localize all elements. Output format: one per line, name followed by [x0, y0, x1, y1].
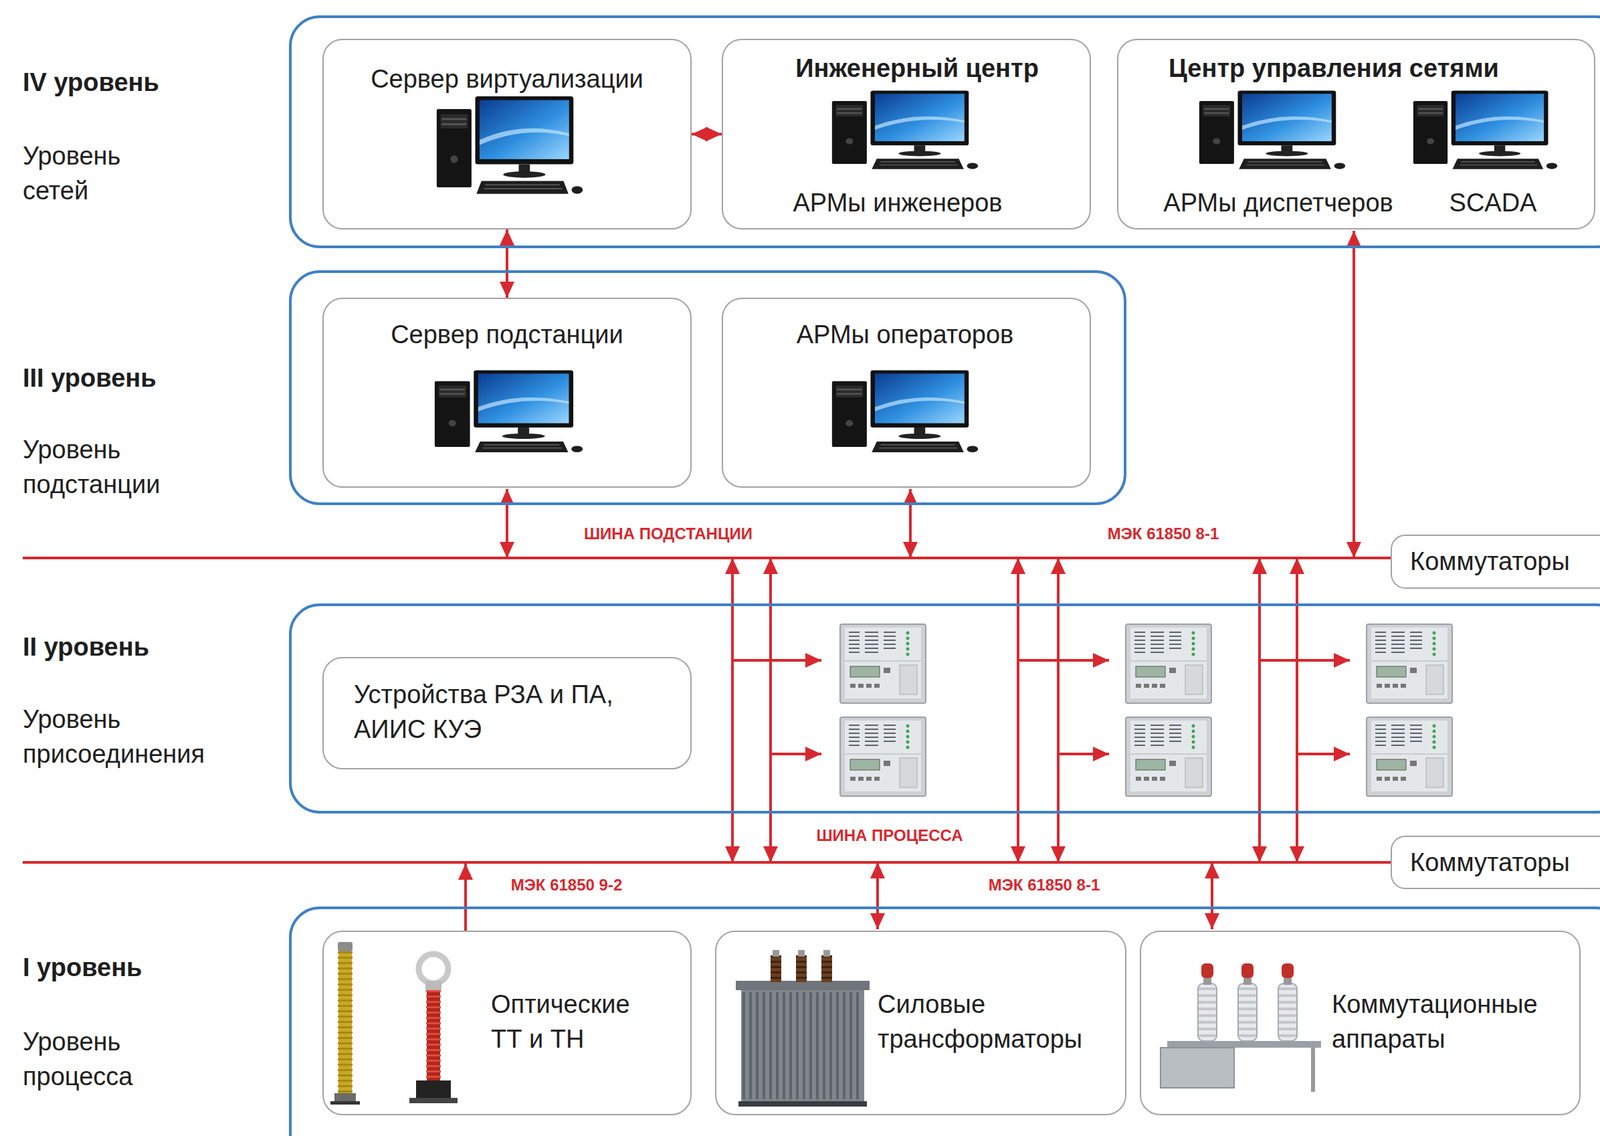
level-band: I уровеньУровень процессаОптические ТТ и… [288, 906, 1600, 1136]
relay-arrow [732, 658, 822, 662]
component-box: Центр управления сетямиАРМы диспетчеров S… [1117, 38, 1596, 230]
bus-label: ШИНА ПРОЦЕССА [812, 824, 967, 846]
box-label: Силовые трансформаторы [877, 986, 1083, 1057]
component-box: Сервер подстанции [322, 297, 692, 488]
component-box: АРМы операторов [721, 297, 1091, 488]
level-title: I уровень [22, 949, 142, 985]
component-box: Коммутаторы [1390, 835, 1600, 889]
computer-icon [436, 96, 583, 194]
bus-arrow [464, 863, 467, 931]
relay-arrow [1296, 752, 1350, 756]
level-title: III уровень [22, 360, 157, 396]
level-title: II уровень [22, 629, 150, 665]
component-box: Устройства РЗА и ПА, АИИС КУЭ [322, 656, 692, 770]
switchgear-drawing [1160, 963, 1322, 1092]
bus-arrow [876, 862, 879, 930]
relay-device [1125, 717, 1212, 796]
relay-arrow [1018, 658, 1110, 662]
relay-device [840, 624, 926, 704]
box-label: Коммутаторы [1410, 543, 1570, 579]
box-label: АРМы диспетчеров [1163, 185, 1393, 221]
level-subtitle: Уровень подстанции [22, 432, 160, 503]
level-subtitle: Уровень присоединения [22, 701, 205, 772]
relay-device [1366, 624, 1453, 704]
relay-arrow [770, 752, 822, 756]
bus-label: МЭК 61850 9-2 [507, 874, 627, 895]
relay-device [1125, 624, 1212, 704]
relay-arrow [1259, 658, 1350, 662]
box-label: Центр управления сетями [1168, 50, 1499, 86]
box-label: SCADA [1449, 185, 1538, 221]
bus-label: МЭК 61850 8-1 [984, 874, 1104, 895]
relay-device [1366, 717, 1453, 796]
component-box: Сервер виртуализации [322, 38, 692, 230]
box-label: Устройства РЗА и ПА, АИИС КУЭ [353, 676, 649, 748]
box-label: Коммутационные аппараты [1331, 986, 1538, 1057]
connector-arrow [691, 133, 722, 136]
relay-device [840, 717, 926, 796]
box-label: Оптические ТТ и ТН [490, 986, 659, 1057]
level-band: II уровеньУровень присоединенияУстройств… [288, 603, 1600, 814]
level-subtitle: Уровень процесса [22, 1024, 133, 1095]
optical-ct-drawing [330, 941, 360, 1105]
component-box: Инженерный центрАРМы инженеров [721, 38, 1091, 230]
process-bus [22, 860, 1391, 864]
box-label: Инженерный центр [795, 50, 1039, 86]
level-title: IV уровень [22, 64, 160, 100]
level-subtitle: Уровень сетей [22, 138, 121, 209]
relay-arrow [1058, 752, 1110, 756]
bus-label: МЭК 61850 8-1 [1103, 523, 1223, 544]
bus-label: ШИНА ПОДСТАНЦИИ [579, 523, 757, 544]
box-label: Коммутаторы [1410, 844, 1570, 880]
component-box: Оптические ТТ и ТН [322, 930, 692, 1116]
box-label: Сервер подстанции [390, 317, 624, 352]
computer-icon [832, 90, 978, 170]
computer-icon [1199, 90, 1346, 170]
bus-arrow [505, 488, 509, 558]
substation-bus [22, 556, 1391, 560]
component-box: Коммутационные аппараты [1139, 930, 1581, 1116]
computer-icon [434, 370, 583, 453]
optical-vt-drawing [409, 953, 458, 1104]
computer-icon [1413, 90, 1558, 170]
box-label: АРМы операторов [796, 317, 1015, 352]
component-box: Силовые трансформаторы [715, 930, 1127, 1116]
box-label: Сервер виртуализации [370, 61, 644, 97]
connector-arrow [505, 229, 509, 298]
box-label: АРМы инженеров [792, 185, 1003, 221]
bus-arrow [1210, 862, 1214, 930]
bus-arrow [1352, 230, 1356, 558]
bus-arrow [909, 488, 912, 558]
computer-icon [832, 370, 978, 453]
component-box: Коммутаторы [1390, 534, 1600, 589]
level-band: IV уровеньУровень сетейСервер виртуализа… [288, 15, 1600, 249]
power-transformer-drawing [735, 949, 870, 1107]
level-band: III уровеньУровень подстанцииСервер подс… [288, 270, 1127, 506]
